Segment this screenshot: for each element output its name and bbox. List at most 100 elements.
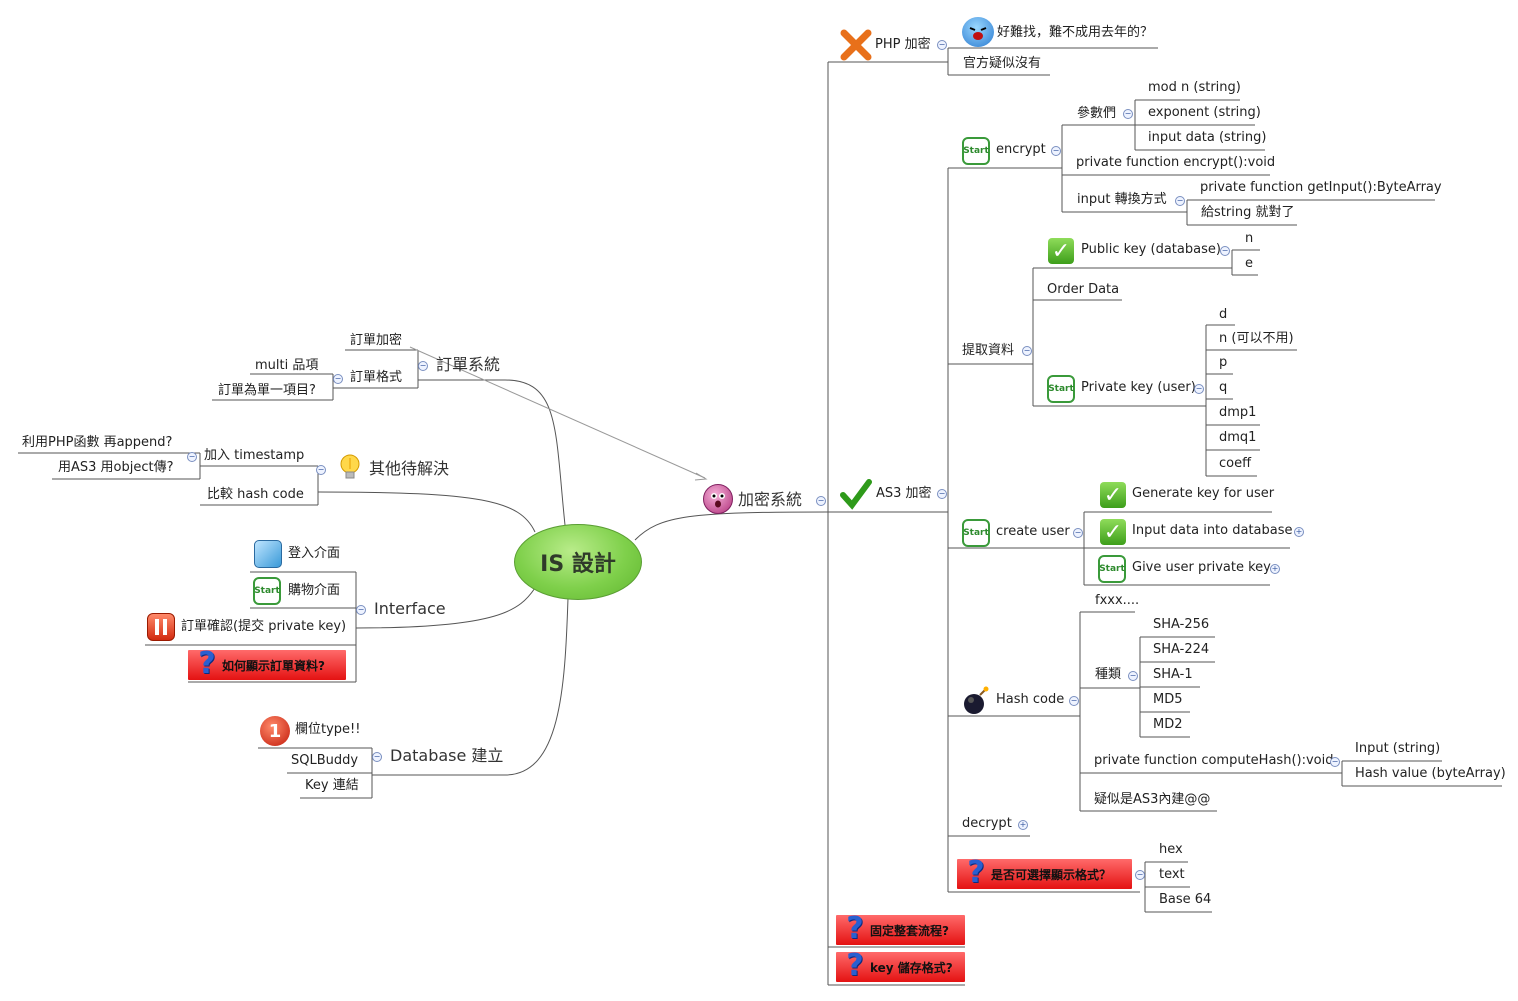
topic-crypto-system[interactable]: 加密系統: [738, 490, 803, 509]
node-decrypt[interactable]: decrypt: [962, 816, 1012, 831]
node-sqlbuddy[interactable]: SQLBuddy: [291, 753, 359, 768]
node-md2[interactable]: MD2: [1153, 717, 1183, 732]
node-computehash-func[interactable]: private function computeHash():void: [1094, 753, 1334, 768]
question-mark-icon: ?: [198, 645, 216, 681]
node-input-convert[interactable]: input 轉換方式: [1077, 192, 1167, 207]
collapse-toggle[interactable]: −: [1330, 757, 1340, 767]
topic-interface[interactable]: Interface: [374, 599, 446, 618]
node-priv-p[interactable]: p: [1219, 355, 1228, 370]
node-php-hard-to-find[interactable]: 好難找，難不成用去年的？: [997, 25, 1154, 40]
node-field-type[interactable]: 欄位type!!: [295, 722, 361, 737]
collapse-toggle[interactable]: −: [1051, 146, 1061, 156]
node-hash-code[interactable]: Hash code: [996, 692, 1065, 707]
node-format-text[interactable]: text: [1159, 867, 1185, 882]
expand-toggle[interactable]: +: [1018, 820, 1028, 830]
collapse-toggle[interactable]: −: [1123, 109, 1133, 119]
node-input-data-db[interactable]: Input data into database: [1132, 523, 1293, 538]
node-single-item[interactable]: 訂單為單一項目?: [218, 383, 316, 398]
node-param-input-data[interactable]: input data (string): [1148, 130, 1267, 145]
collapse-toggle[interactable]: −: [316, 465, 326, 475]
node-php-encrypt[interactable]: PHP 加密: [875, 37, 931, 52]
node-pub-e[interactable]: e: [1245, 256, 1253, 271]
node-hash-kinds[interactable]: 種類: [1095, 667, 1122, 682]
collapse-toggle[interactable]: −: [187, 452, 197, 462]
node-login-ui[interactable]: 登入介面: [288, 546, 341, 561]
question-mark-icon: ?: [846, 947, 864, 983]
node-priv-d[interactable]: d: [1219, 307, 1228, 322]
node-as3-object[interactable]: 用AS3 用object傳?: [58, 460, 174, 475]
question-box-fixed-flow[interactable]: ? 固定整套流程?: [836, 911, 965, 946]
topic-order-system[interactable]: 訂單系統: [436, 355, 501, 374]
collapse-toggle[interactable]: −: [333, 374, 343, 384]
node-multi-items[interactable]: multi 品項: [255, 358, 319, 373]
node-sha224[interactable]: SHA-224: [1153, 642, 1210, 657]
question-box-display-order[interactable]: ? 如何顯示訂單資料?: [188, 645, 346, 681]
node-sha256[interactable]: SHA-256: [1153, 617, 1210, 632]
collapse-toggle[interactable]: −: [356, 605, 366, 615]
node-create-user[interactable]: create user: [996, 524, 1070, 539]
question-label: 如何顯示訂單資料?: [222, 658, 325, 673]
collapse-toggle[interactable]: −: [372, 752, 382, 762]
node-pub-n[interactable]: n: [1245, 231, 1254, 246]
node-priv-dmp1[interactable]: dmp1: [1219, 405, 1257, 420]
node-param-mod-n[interactable]: mod n (string): [1148, 80, 1241, 95]
node-encrypt[interactable]: encrypt: [996, 142, 1046, 157]
collapse-toggle[interactable]: −: [937, 489, 947, 499]
topic-pending[interactable]: 其他待解決: [369, 459, 450, 478]
collapse-toggle[interactable]: −: [418, 361, 428, 371]
collapse-toggle[interactable]: −: [1175, 196, 1185, 206]
node-params[interactable]: 參數們: [1077, 106, 1117, 121]
expand-toggle[interactable]: +: [1270, 564, 1280, 574]
expand-toggle[interactable]: +: [1294, 527, 1304, 537]
node-order-data[interactable]: Order Data: [1047, 282, 1120, 297]
node-shopping-ui[interactable]: 購物介面: [288, 583, 341, 598]
node-key-link[interactable]: Key 連結: [305, 778, 359, 793]
node-add-timestamp[interactable]: 加入 timestamp: [204, 448, 305, 463]
collapse-toggle[interactable]: −: [1135, 870, 1145, 880]
node-encrypt-func[interactable]: private function encrypt():void: [1076, 155, 1276, 170]
collapse-toggle[interactable]: −: [1194, 384, 1204, 394]
question-box-display-format[interactable]: ? 是否可選擇顯示格式？: [957, 855, 1132, 890]
node-public-key[interactable]: Public key (database): [1081, 242, 1221, 257]
checkmark-icon: [840, 478, 872, 510]
node-php-append[interactable]: 利用PHP函數 再append?: [22, 435, 173, 450]
node-priv-coeff[interactable]: coeff: [1219, 456, 1252, 471]
collapse-toggle[interactable]: −: [1022, 346, 1032, 356]
collapse-toggle[interactable]: −: [816, 496, 826, 506]
node-md5[interactable]: MD5: [1153, 692, 1183, 707]
shocked-face-icon: [703, 484, 733, 514]
collapse-toggle[interactable]: −: [1069, 696, 1079, 706]
node-fetch-data[interactable]: 提取資料: [962, 343, 1015, 358]
question-box-key-format[interactable]: ? key 儲存格式?: [836, 947, 965, 983]
node-give-string[interactable]: 給string 就對了: [1201, 205, 1295, 220]
node-give-private-key[interactable]: Give user private key: [1132, 560, 1271, 575]
node-input-string[interactable]: Input (string): [1355, 741, 1441, 756]
node-priv-dmq1[interactable]: dmq1: [1219, 430, 1257, 445]
node-priv-n[interactable]: n (可以不用): [1219, 331, 1294, 346]
node-order-format[interactable]: 訂單格式: [350, 370, 403, 385]
collapse-toggle[interactable]: −: [1220, 246, 1230, 256]
node-as3-builtin[interactable]: 疑似是AS3內建@@: [1094, 792, 1211, 807]
node-compare-hash[interactable]: 比較 hash code: [207, 487, 304, 502]
node-order-confirm[interactable]: 訂單確認(提交 private key): [181, 619, 347, 634]
node-private-key[interactable]: Private key (user): [1081, 380, 1196, 395]
node-order-encrypt[interactable]: 訂單加密: [350, 333, 403, 348]
collapse-toggle[interactable]: −: [1073, 528, 1083, 538]
node-getinput-func[interactable]: private function getInput():ByteArray: [1200, 180, 1442, 195]
node-as3-encrypt[interactable]: AS3 加密: [876, 486, 932, 501]
node-param-exponent[interactable]: exponent (string): [1148, 105, 1261, 120]
node-sha1[interactable]: SHA-1: [1153, 667, 1193, 682]
collapse-toggle[interactable]: −: [937, 40, 947, 50]
node-priv-q[interactable]: q: [1219, 380, 1228, 395]
topic-database[interactable]: Database 建立: [390, 746, 504, 765]
node-format-base64[interactable]: Base 64: [1159, 892, 1212, 907]
node-format-hex[interactable]: hex: [1159, 842, 1183, 857]
node-hash-value[interactable]: Hash value (byteArray): [1355, 766, 1506, 781]
node-fxxx[interactable]: fxxx....: [1095, 593, 1140, 608]
node-generate-key[interactable]: Generate key for user: [1132, 486, 1275, 501]
root-topic[interactable]: IS 設計: [514, 524, 642, 600]
checkmark-icon: ✓: [1048, 238, 1074, 264]
collapse-toggle[interactable]: −: [1128, 671, 1138, 681]
node-php-official-none[interactable]: 官方疑似沒有: [963, 56, 1042, 71]
